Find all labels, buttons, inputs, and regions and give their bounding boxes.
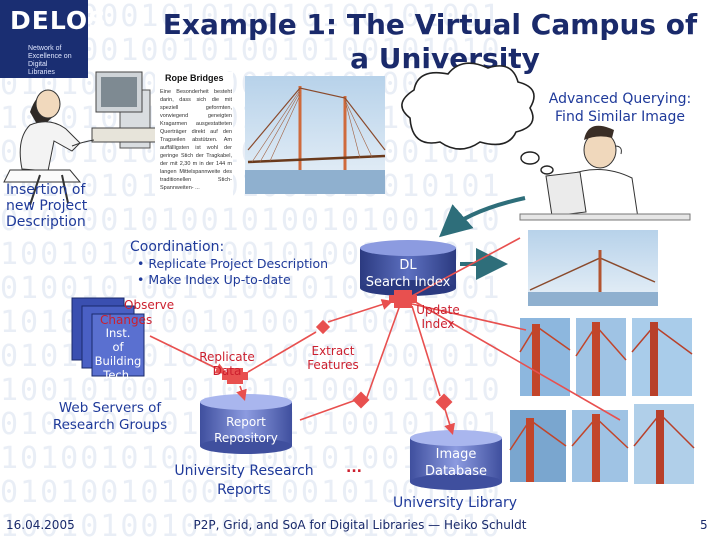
logo-line: Digital [28,61,48,68]
thought-cloud-icon [401,62,563,184]
project-description-doc [155,72,233,200]
advanced-query-label: Advanced Querying: Find Similar Image [525,90,715,126]
title-line-1: Example 1: The Virtual Campus of [162,8,698,41]
bridge-photo-icon [245,76,386,194]
extract-features-label: Extract Features [300,344,366,372]
dl-index-line: DL [399,258,417,273]
diamond-node-icon [352,391,370,409]
coordination-bullet: • Make Index Up-to-date [137,272,291,287]
university-research-label: University Research Reports [160,462,328,500]
image-database-label: Image Database [410,446,502,480]
web-servers-line: Research Groups [52,417,168,433]
replicate-line: Data [212,364,242,378]
image-db-line: Image [435,447,477,462]
logo-line: Libraries [28,69,55,76]
university-library-label: University Library [393,495,518,511]
insertion-line: Insertion of [6,182,86,198]
page-number: 5 [700,518,708,532]
inst-line: of [112,340,124,354]
logo-word: DELOS [10,6,108,35]
observe-line: Changes [100,313,153,327]
replicate-line: Replicate [199,350,255,364]
observe-changes-label: Observe Changes [100,298,180,328]
extract-line: Features [307,358,359,372]
server-stack-icon [71,297,145,377]
diamond-node-icon [435,393,453,411]
coordination-label: Coordination: [130,239,225,255]
inst-line: Inst. [105,326,131,340]
red-cross-icon [389,290,417,308]
doc-body: Eine Besonderheit besteht darin, dass si… [160,89,232,191]
red-cross-icon [222,368,248,384]
insertion-line: new Project [6,198,88,214]
advanced-query-line: Find Similar Image [555,109,685,125]
advanced-query-line: Advanced Querying: [548,91,692,107]
extract-line: Extract [311,344,355,358]
logo-line: Network of [28,45,62,52]
report-repository-label: Report Repository [200,414,292,446]
report-line: Repository [214,431,278,445]
insertion-line: Description [6,214,86,230]
update-index-label: Update Index [408,303,468,331]
image-db-line: Database [424,464,488,479]
update-line: Update [416,303,460,317]
footer-date: 16.04.2005 [6,518,75,532]
report-line: Report [226,415,266,429]
query-arrow [438,196,526,238]
footer-title: P2P, Grid, and SoA for Digital Libraries… [193,518,527,532]
flow-connectors [149,237,621,436]
bridge-thumbnails [509,230,695,484]
univ-research-line: Reports [217,482,271,498]
replicate-data-label: Replicate Data [190,350,264,378]
coordination-bullet: • Replicate Project Description [137,256,329,271]
more-dots: ... [346,460,362,476]
univ-research-line: University Research [174,463,314,479]
logo-line: Excellence on [28,53,72,60]
inst-building-tech-label: Inst. of Building Tech. [88,326,148,382]
dl-search-index-label: DL Search Index [356,257,460,291]
inst-line: Building [94,354,142,368]
person-at-laptop-icon [519,125,691,221]
dl-index-line: Search Index [365,275,451,290]
inst-line: Tech. [103,368,133,382]
image-database-icon [410,430,502,490]
delos-logo: DELOS Network of Excellence on Digital L… [0,0,106,78]
report-repository-database-icon [200,394,292,454]
doc-title: Rope Bridges [165,73,224,83]
diamond-node-icon [315,319,331,335]
web-servers-label: Web Servers of Research Groups [40,400,180,434]
person-at-computer-icon [3,71,163,206]
insertion-label: Insertion of new Project Description [6,182,116,230]
web-servers-line: Web Servers of [58,400,162,416]
observe-line: Observe [124,298,175,312]
update-line: Index [421,317,455,331]
